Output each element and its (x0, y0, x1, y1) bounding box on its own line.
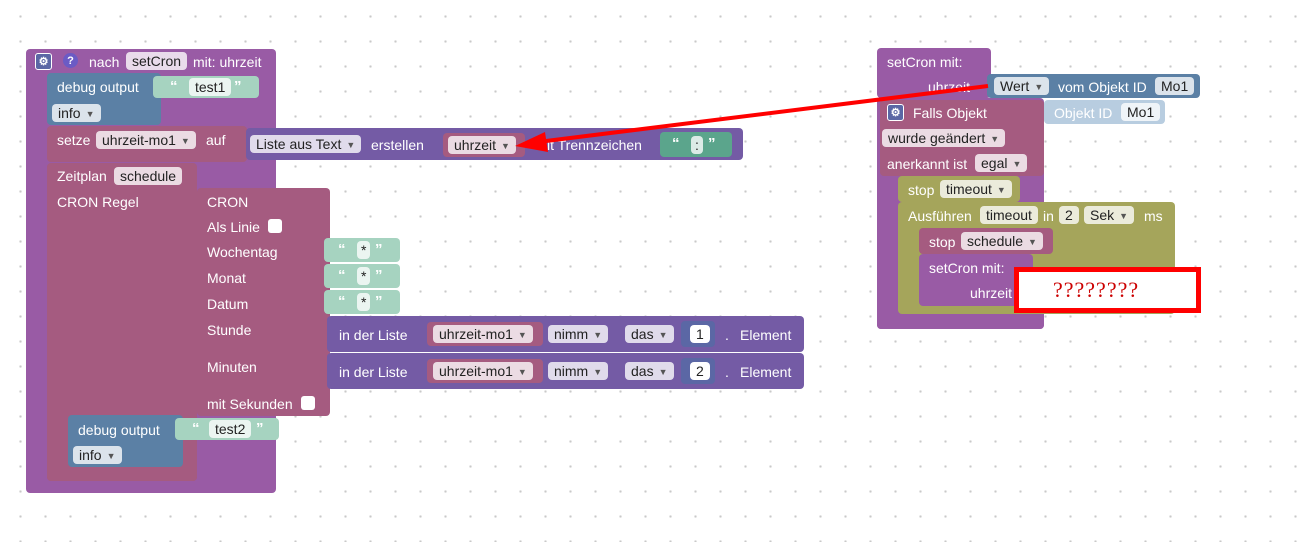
the-dropdown-minutes[interactable]: das▼ (625, 362, 674, 380)
log-level-dropdown-2[interactable]: info▼ (73, 446, 122, 464)
list-mode-dropdown[interactable]: Liste aus Text▼ (250, 135, 362, 153)
object-id-field-1[interactable]: Mo1 (1155, 77, 1195, 95)
quote-close-icon: ” (375, 267, 383, 284)
variable-dropdown-hour[interactable]: uhrzeit-mo1▼ (433, 325, 533, 343)
cron-block[interactable] (197, 188, 330, 416)
if-object-label: Falls Objekt (913, 105, 987, 121)
number-value-1[interactable]: 1 (690, 325, 710, 343)
as-line-label: Als Linie (207, 219, 260, 235)
list-create-label: erstellen (371, 137, 424, 153)
schedule-label: Zeitplan (57, 168, 107, 184)
set-to-label: auf (206, 132, 226, 148)
seconds-label: mit Sekunden (207, 396, 293, 412)
seconds-checkbox[interactable] (301, 396, 315, 410)
ack-dropdown[interactable]: egal▼ (975, 154, 1028, 172)
quote-open-icon: “ (338, 241, 346, 258)
month-label: Monat (207, 270, 246, 286)
element-label: Element (740, 364, 792, 380)
in-list-label: in der Liste (339, 364, 408, 380)
debug-output-label-2: debug output (78, 422, 160, 438)
in-label: in (1043, 208, 1054, 224)
cron-rule-label: CRON Regel (57, 194, 139, 210)
help-icon[interactable]: ? (63, 53, 78, 68)
annotation-text: ???????? (1053, 277, 1140, 302)
unit-dropdown[interactable]: Sek▼ (1084, 206, 1135, 224)
value-dropdown[interactable]: Wert▼ (994, 77, 1050, 95)
quote-open-icon: “ (338, 293, 346, 310)
call-title: setCron mit: (887, 54, 963, 70)
object-id-field-2[interactable]: Mo1 (1121, 103, 1161, 121)
element-label: Element (740, 327, 792, 343)
variable-dropdown-minutes[interactable]: uhrzeit-mo1▼ (433, 362, 533, 380)
stop-label: stop (908, 182, 935, 198)
dot-label: . (725, 364, 729, 380)
log-level-dropdown-1[interactable]: info▼ (52, 104, 101, 122)
weekday-value[interactable]: * (357, 241, 371, 259)
quote-open-icon: “ (672, 135, 680, 152)
in-list-label: in der Liste (339, 327, 408, 343)
schedule-name-dropdown[interactable]: schedule▼ (961, 232, 1043, 250)
call-param-label: uhrzeit (928, 79, 971, 95)
object-id-label: Objekt ID (1054, 105, 1113, 121)
set-variable-dropdown[interactable]: uhrzeit-mo1▼ (96, 131, 196, 149)
quote-close-icon: ” (375, 241, 383, 258)
schedule-name-field[interactable]: schedule (114, 167, 183, 185)
gear-icon[interactable]: ⚙ (35, 53, 52, 70)
the-dropdown-hour[interactable]: das▼ (625, 325, 674, 343)
exec-label: Ausführen (908, 208, 972, 224)
quote-open-icon: “ (192, 420, 200, 437)
take-dropdown-hour[interactable]: nimm▼ (548, 325, 609, 343)
take-dropdown-minutes[interactable]: nimm▼ (548, 362, 609, 380)
date-value[interactable]: * (357, 293, 371, 311)
procedure-params-label: mit: uhrzeit (193, 54, 262, 70)
separator-value[interactable]: : (691, 136, 703, 154)
month-value[interactable]: * (357, 267, 371, 285)
separator-label: it Trennzeichen (547, 137, 642, 153)
hour-label: Stunde (207, 322, 252, 338)
minutes-label: Minuten (207, 359, 257, 375)
schedule-bottom-bar (47, 468, 197, 481)
text-value-test2[interactable]: test2 (209, 420, 252, 438)
inner-call-param: uhrzeit (970, 285, 1013, 301)
set-label: setze (57, 132, 91, 148)
trigger-bottom-bar (877, 318, 1044, 329)
number-value-2[interactable]: 2 (690, 362, 710, 380)
inner-call-title: setCron mit: (929, 260, 1005, 276)
timeout-name-field[interactable]: timeout (980, 206, 1038, 224)
delay-field[interactable]: 2 (1059, 206, 1079, 224)
gear-icon[interactable]: ⚙ (887, 104, 904, 121)
procedure-name-field[interactable]: setCron (126, 52, 188, 70)
annotation-box (1014, 267, 1201, 313)
dot-label: . (725, 327, 729, 343)
quote-close-icon: ” (375, 293, 383, 310)
procedure-after-label: nach (89, 54, 120, 70)
quote-close-icon: ” (708, 135, 716, 152)
quote-open-icon: “ (170, 78, 178, 95)
stop-label-2: stop (929, 234, 956, 250)
cron-title: CRON (207, 194, 249, 210)
weekday-label: Wochentag (207, 244, 278, 260)
changed-dropdown[interactable]: wurde geändert▼ (882, 129, 1006, 147)
from-object-label: vom Objekt ID (1058, 79, 1147, 95)
variable-dropdown-uhrzeit[interactable]: uhrzeit▼ (448, 136, 516, 154)
ack-label: anerkannt ist (887, 156, 968, 172)
quote-close-icon: ” (234, 78, 242, 95)
quote-open-icon: “ (338, 267, 346, 284)
ms-label: ms (1144, 208, 1163, 224)
quote-close-icon: ” (256, 420, 264, 437)
as-line-checkbox[interactable] (268, 219, 282, 233)
debug-output-label-1: debug output (57, 79, 139, 95)
timeout-name-dropdown[interactable]: timeout▼ (940, 180, 1012, 198)
date-label: Datum (207, 296, 249, 312)
text-value-test1[interactable]: test1 (189, 78, 232, 96)
